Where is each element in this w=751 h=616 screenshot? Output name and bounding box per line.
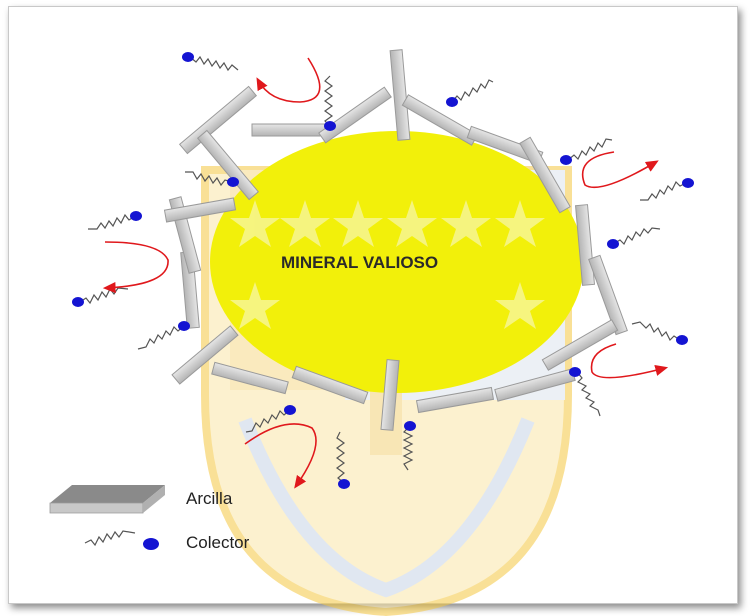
collector-tail [323,75,334,127]
clay-platelet [574,204,596,286]
red-arrow [244,423,317,489]
rejection-arrows [102,57,669,489]
mineral-particle [210,131,584,393]
collector-tail [567,138,613,161]
clay-platelet [196,129,260,201]
clay-platelets [163,49,628,431]
collector-tail [402,425,414,471]
collector-head [560,155,572,165]
clay-platelet [211,361,289,395]
collector-tail [137,325,185,350]
collector-head [324,121,336,131]
collector-tail [451,79,494,103]
red-arrow [256,57,321,103]
collector-tail [88,213,136,230]
collector-tail [84,530,136,547]
collector-head [338,479,350,489]
collector-heads [72,52,694,550]
clay-platelet [171,325,239,385]
watermark-stars [230,200,545,329]
collector-tail [79,287,129,305]
red-arrow [102,241,169,294]
collector-head [227,177,239,187]
red-arrow [581,151,659,189]
collector-head [130,211,142,221]
collector-head [182,52,194,62]
collector-tail [185,171,233,187]
collector-head [284,405,296,415]
legend [49,485,165,514]
clay-platelet [251,123,329,137]
collector-head [404,421,416,431]
clay-platelet [163,197,237,223]
collector-head [178,321,190,331]
clay-platelet [380,359,400,431]
collector-head [72,297,84,307]
collector-head [676,335,688,345]
red-arrow [590,343,669,379]
collector-head [143,538,159,550]
clay-platelet [541,319,619,371]
legend-clay-swatch [50,485,165,503]
collector-tail [640,180,687,201]
collector-tail [631,321,681,342]
clay-platelet [318,86,392,144]
collector-tail [245,409,291,433]
collector-tail [576,371,601,417]
legend-collector-label: Colector [186,533,250,552]
clay-platelet [588,254,628,336]
clay-platelet [519,136,571,214]
collector-head [607,239,619,249]
collector-head [446,97,458,107]
collector-tail [189,55,239,72]
legend-clay-label: Arcilla [186,489,233,508]
collector-head [569,367,581,377]
clay-platelet [389,49,411,141]
collector-tail [335,431,346,484]
clay-platelet [415,386,495,414]
clay-platelet [291,365,369,405]
mineral-label: MINERAL VALIOSO [281,253,438,272]
collector-tail [612,227,661,246]
collector-head [682,178,694,188]
